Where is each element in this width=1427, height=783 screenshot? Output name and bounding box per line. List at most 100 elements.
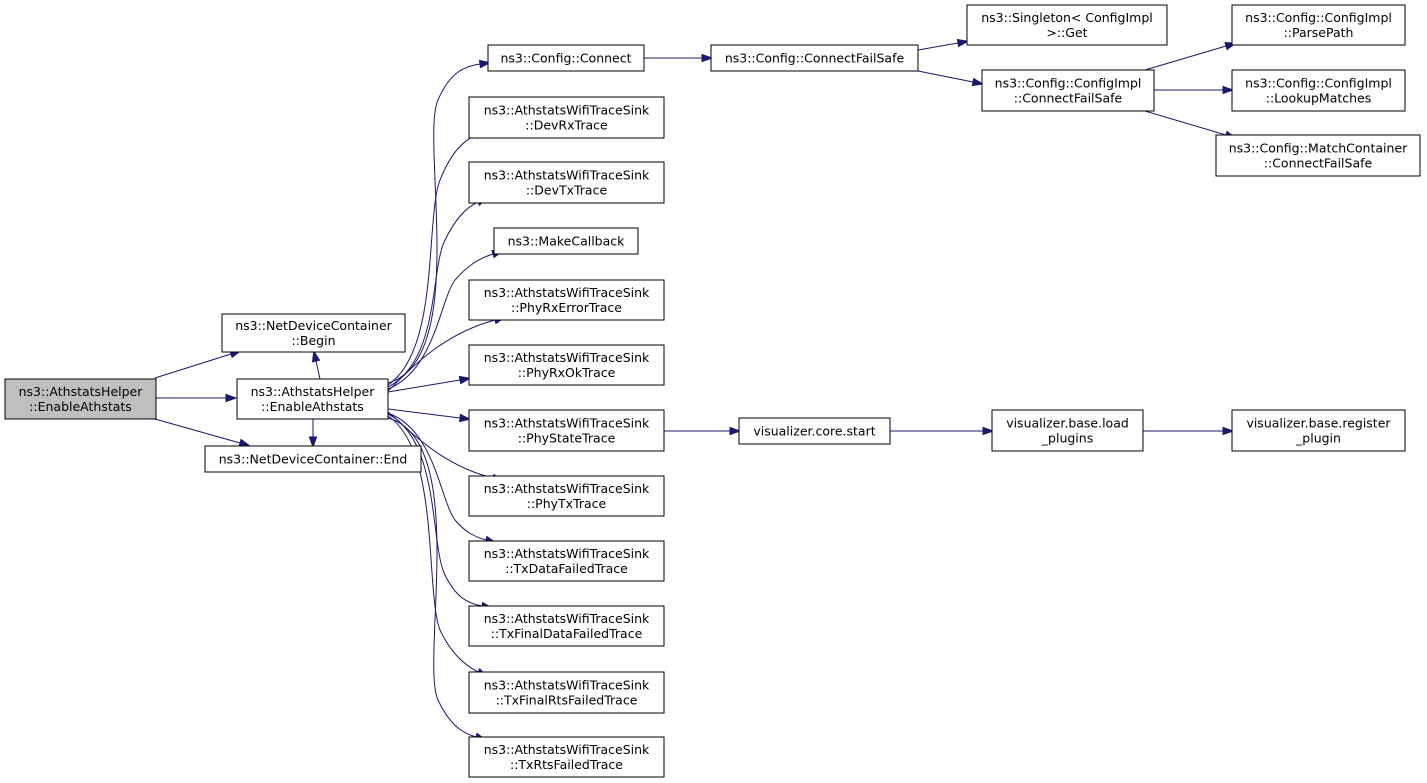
node-vstart[interactable]: visualizer.core.start	[738, 417, 891, 445]
node-implconnect[interactable]: ns3::Config::ConfigImpl::ConnectFailSafe	[981, 69, 1155, 112]
node-phystate[interactable]: ns3::AthstatsWifiTraceSink::PhyStateTrac…	[468, 409, 665, 452]
node-box[interactable]	[221, 313, 406, 353]
node-lookup[interactable]: ns3::Config::ConfigImpl::LookupMatches	[1231, 69, 1406, 112]
arrowhead	[238, 438, 252, 448]
edge-connectfs-to-singleton	[917, 38, 970, 51]
node-label-line: _plugin	[1295, 431, 1341, 446]
node-box[interactable]	[468, 344, 665, 386]
node-devrx[interactable]: ns3::AthstatsWifiTraceSink::DevRxTrace	[468, 96, 665, 139]
edge-helper-to-connect	[387, 59, 492, 384]
arrowhead	[701, 53, 714, 63]
arrowhead	[225, 393, 238, 403]
node-txfinaldata[interactable]: ns3::AthstatsWifiTraceSink::TxFinalDataF…	[468, 605, 665, 647]
node-box[interactable]	[738, 417, 891, 445]
edge-vstart-to-vload	[890, 426, 995, 436]
node-phyrxok[interactable]: ns3::AthstatsWifiTraceSink::PhyRxOkTrace	[468, 344, 665, 386]
edge-vload-to-vreg	[1143, 426, 1235, 436]
edge-helper-to-phyrxok	[387, 375, 472, 393]
node-box[interactable]	[966, 4, 1168, 46]
edge-root-to-begin	[154, 350, 242, 379]
node-box[interactable]	[468, 736, 665, 778]
node-label-line: ns3::Config::ConnectFailSafe	[725, 51, 905, 66]
node-label-line: _plugins	[1041, 431, 1093, 446]
node-label-line: ns3::NetDeviceContainer::End	[219, 452, 408, 467]
node-end[interactable]: ns3::NetDeviceContainer::End	[204, 445, 422, 473]
node-label-line: ns3::AthstatsWifiTraceSink	[484, 611, 650, 626]
node-label-line: ::EnableAthstats	[261, 399, 364, 414]
arrowhead	[729, 426, 742, 436]
edge-line	[387, 253, 494, 390]
edge-line	[387, 379, 461, 393]
edge-implconnect-to-lookup	[1154, 85, 1235, 95]
node-makecb[interactable]: ns3::MakeCallback	[493, 227, 639, 255]
node-devtx[interactable]: ns3::AthstatsWifiTraceSink::DevTxTrace	[468, 161, 665, 204]
edge-line	[917, 42, 959, 51]
node-label-line: ns3::AthstatsWifiTraceSink	[484, 742, 650, 757]
node-box[interactable]	[487, 44, 645, 72]
node-box[interactable]	[4, 378, 157, 420]
node-label-line: ns3::AthstatsWifiTraceSink	[484, 546, 650, 561]
node-label-line: ns3::Config::ConfigImpl	[1245, 10, 1392, 25]
arrowhead	[1222, 426, 1235, 436]
node-box[interactable]	[493, 227, 639, 255]
node-box[interactable]	[468, 96, 665, 139]
node-singleton[interactable]: ns3::Singleton< ConfigImpl >::Get	[966, 4, 1168, 46]
edge-implconnect-to-match	[1144, 110, 1238, 140]
node-box[interactable]	[468, 161, 665, 204]
node-label-line: ::TxRtsFailedTrace	[510, 757, 623, 772]
edge-root-to-end	[154, 418, 252, 448]
edge-line	[154, 353, 232, 379]
node-phyrxerr[interactable]: ns3::AthstatsWifiTraceSink::PhyRxErrorTr…	[468, 279, 665, 321]
node-begin[interactable]: ns3::NetDeviceContainer::Begin	[221, 313, 406, 353]
node-box[interactable]	[981, 69, 1155, 112]
node-label-line: ns3::AthstatsWifiTraceSink	[484, 350, 650, 365]
node-txdata[interactable]: ns3::AthstatsWifiTraceSink::TxDataFailed…	[468, 540, 665, 582]
node-txrts[interactable]: ns3::AthstatsWifiTraceSink::TxRtsFailedT…	[468, 736, 665, 778]
node-box[interactable]	[468, 605, 665, 647]
node-box[interactable]	[236, 378, 389, 420]
node-label-line: ::DevRxTrace	[525, 118, 608, 133]
node-box[interactable]	[1215, 134, 1421, 177]
node-box[interactable]	[1231, 409, 1406, 452]
node-box[interactable]	[468, 671, 665, 714]
node-box[interactable]	[1231, 69, 1406, 112]
edge-line	[315, 360, 321, 380]
arrowhead	[982, 426, 995, 436]
node-label-line: ns3::AthstatsHelper	[19, 384, 144, 399]
arrowhead	[458, 375, 472, 385]
node-match[interactable]: ns3::Config::MatchContainer::ConnectFail…	[1215, 134, 1421, 177]
edge-line	[917, 70, 974, 83]
node-phytx[interactable]: ns3::AthstatsWifiTraceSink::PhyTxTrace	[468, 475, 665, 517]
node-box[interactable]	[468, 475, 665, 517]
edge-implconnect-to-parsepath	[1144, 41, 1238, 71]
node-root[interactable]: ns3::AthstatsHelper::EnableAthstats	[4, 378, 157, 420]
edge-line	[387, 412, 487, 541]
node-label-line: ::ConnectFailSafe	[1264, 156, 1373, 171]
node-parsepath[interactable]: ns3::Config::ConfigImpl::ParsePath	[1231, 4, 1406, 46]
node-box[interactable]	[468, 279, 665, 321]
node-box[interactable]	[468, 409, 665, 452]
node-box[interactable]	[468, 540, 665, 582]
node-txfinalrts[interactable]: ns3::AthstatsWifiTraceSink::TxFinalRtsFa…	[468, 671, 665, 714]
edge-line	[387, 413, 483, 607]
node-vreg[interactable]: visualizer.base.register_plugin	[1231, 409, 1406, 452]
arrowhead	[971, 77, 985, 87]
node-label-line: >::Get	[1046, 25, 1087, 40]
node-box[interactable]	[710, 44, 919, 72]
edge-line	[387, 417, 477, 738]
node-vload[interactable]: visualizer.base.load_plugins	[991, 409, 1144, 452]
node-label-line: visualizer.base.load	[1006, 416, 1129, 431]
node-connect[interactable]: ns3::Config::Connect	[487, 44, 645, 72]
node-helper[interactable]: ns3::AthstatsHelper::EnableAthstats	[236, 378, 389, 420]
node-box[interactable]	[991, 409, 1144, 452]
edge-line	[1144, 45, 1227, 71]
node-label-line: ns3::Config::MatchContainer	[1229, 141, 1408, 156]
node-label-line: ::TxFinalDataFailedTrace	[491, 626, 643, 641]
node-box[interactable]	[1231, 4, 1406, 46]
node-box[interactable]	[204, 445, 422, 473]
call-nodes: ns3::AthstatsHelper::EnableAthstatsns3::…	[4, 4, 1421, 778]
edge-helper-to-end	[308, 419, 318, 449]
node-label-line: ns3::AthstatsWifiTraceSink	[484, 416, 650, 431]
node-label-line: ::PhyRxErrorTrace	[511, 300, 622, 315]
node-connectfs[interactable]: ns3::Config::ConnectFailSafe	[710, 44, 919, 72]
